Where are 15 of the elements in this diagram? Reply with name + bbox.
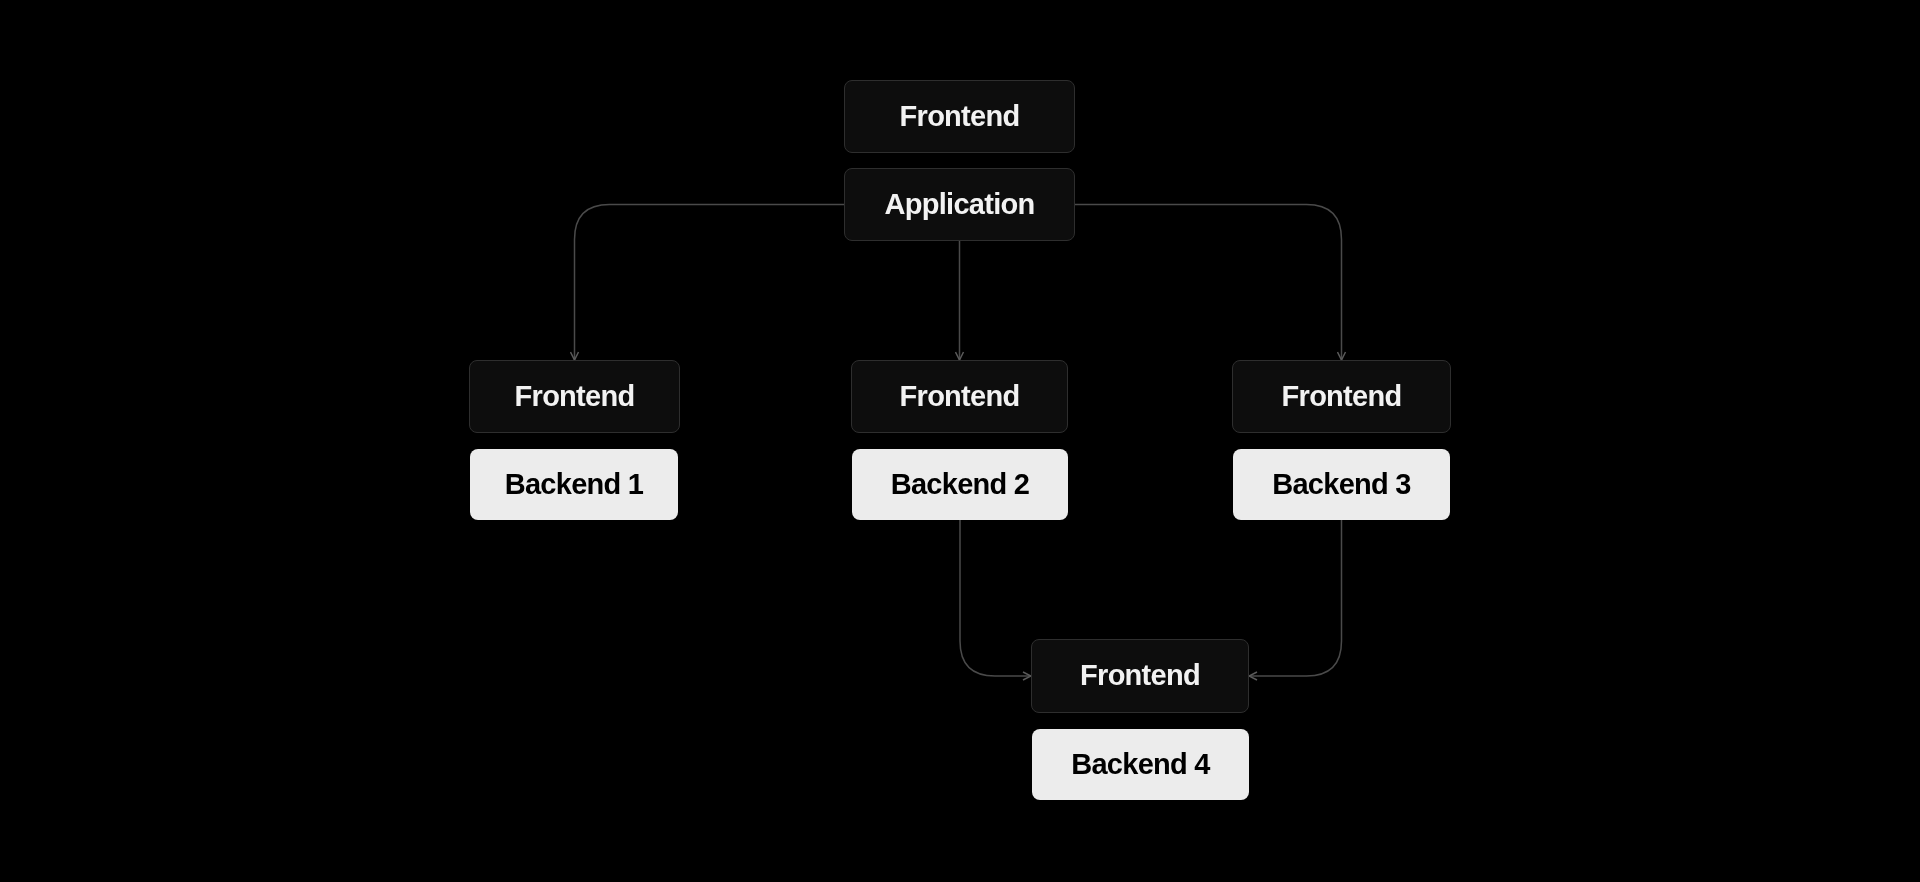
arrow (1074, 203, 1347, 361)
frontend-box: Frontend (1031, 639, 1249, 713)
frontend-box: Frontend (851, 360, 1068, 433)
frontend-box: Frontend (1232, 360, 1451, 433)
arrow (569, 203, 845, 361)
frontend-box: Frontend (469, 360, 680, 433)
arrow (1248, 519, 1343, 681)
arrow (954, 240, 965, 361)
backend-box: Backend 3 (1233, 449, 1450, 520)
frontend-box: Application (844, 168, 1075, 241)
arrow (959, 519, 1032, 681)
frontend-box: Frontend (844, 80, 1075, 153)
backend-box: Backend 2 (852, 449, 1068, 520)
backend-box: Backend 1 (470, 449, 678, 520)
backend-box: Backend 4 (1032, 729, 1249, 800)
